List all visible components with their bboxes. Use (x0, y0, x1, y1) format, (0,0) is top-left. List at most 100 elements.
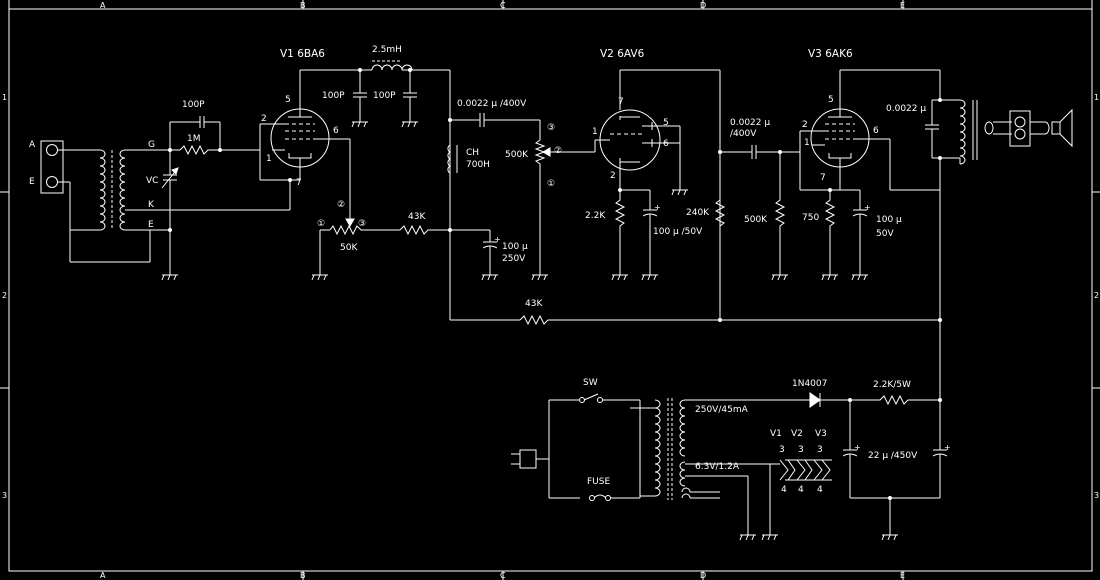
pot-500k-volume[interactable] (534, 139, 546, 275)
pot-c1-label: ① (547, 179, 555, 189)
r-43k-1-label: 43K (408, 212, 426, 222)
col-label-bottom-c: C (500, 571, 506, 580)
row-label-left-1: 1 (2, 93, 7, 102)
pot1-c1: ① (317, 219, 325, 229)
c-out-label: 0.0022 μ (886, 104, 926, 114)
row-label-left-3: 3 (2, 491, 7, 500)
tube-v3-title: V3 6AK6 (808, 48, 853, 60)
coil-25mh-label: 2.5mH (372, 45, 402, 55)
c-100p-grid-label: 100P (182, 100, 205, 110)
v2-pin-2: 2 (610, 171, 616, 181)
r-2k2-label: 2.2K (585, 211, 606, 221)
row-label-right-2: 2 (1094, 291, 1099, 300)
svg-text:+: + (944, 443, 951, 452)
tube-v2-title: V2 6AV6 (600, 48, 645, 60)
power-transformer-heater-winding (679, 461, 686, 487)
v1-pin-7: 7 (296, 178, 302, 188)
pt-heater-label: 6.3V/1.2A (695, 462, 740, 472)
diode-label: 1N4007 (792, 379, 827, 389)
c-100u-50-label: 100 μ /50V (653, 227, 703, 237)
r-750 (824, 190, 836, 275)
col-label-top-a: A (100, 1, 106, 10)
speaker-connector[interactable] (1009, 110, 1031, 147)
input-stage: A E G K E VC (29, 100, 291, 281)
pot1-c3: ③ (358, 219, 366, 229)
power-supply: SW FUSE 250V/45mA 6.3V/1.2A (511, 378, 951, 541)
heat-v3-label: V3 (815, 429, 827, 439)
r-43k-1 (399, 224, 450, 236)
ground-terminal-e[interactable] (46, 176, 58, 188)
v3-pin-6: 6 (873, 126, 879, 136)
ac-plug-icon (519, 449, 537, 469)
rf-section: 2.5mH 100P 100P CH 700H 0.0022 μ /400V (300, 45, 540, 320)
r-2k2-v2 (614, 190, 626, 275)
col-label-bottom-a: A (100, 571, 106, 580)
ch-value-label: 700H (466, 160, 490, 170)
svg-text:+: + (854, 443, 861, 452)
col-label-top-b: B (300, 1, 306, 10)
row-label-left-2: 2 (2, 291, 7, 300)
heat-4b-label: 4 (798, 485, 804, 495)
c-100p-1-label: 100P (322, 91, 345, 101)
c-coupling-2-label-a: 0.0022 μ (730, 118, 770, 128)
power-switch[interactable] (583, 393, 599, 401)
c-coupling-1-label: 0.0022 μ /400V (457, 99, 527, 109)
ch-label: CH (466, 148, 479, 158)
col-label-top-e: E (900, 1, 905, 10)
v1-pin-2: 2 (261, 114, 267, 124)
c-100p-2-label: 100P (373, 91, 396, 101)
col-label-top-c: C (500, 1, 506, 10)
v1-pin-6: 6 (333, 126, 339, 136)
c-100u-250-label-a: 100 μ (502, 242, 528, 252)
r-500k-grid (774, 152, 786, 275)
sw-label: SW (583, 378, 598, 388)
heat-v1-label: V1 (770, 429, 782, 439)
v3-pin-1: 1 (804, 138, 810, 148)
col-label-bottom-b: B (300, 571, 306, 580)
svg-text:+: + (864, 203, 871, 212)
r-240k-label: 240K (686, 208, 710, 218)
antenna-coil-secondary (119, 149, 126, 231)
v1-pin-5: 5 (285, 95, 291, 105)
col-label-top-d: D (700, 1, 706, 10)
rf-coil-2-5mh (371, 64, 413, 71)
tube-v1-title: V1 6BA6 (280, 48, 325, 60)
v1-pin-1: 1 (266, 154, 272, 164)
volume-control: ③ ② ① 500K (505, 120, 595, 281)
col-label-bottom-e: E (900, 571, 905, 580)
v3-pin-2: 2 (802, 120, 808, 130)
vc-label: VC (146, 176, 158, 186)
vol-500k-label: 500K (505, 150, 529, 160)
row-label-right-3: 3 (1094, 491, 1099, 500)
pot-50k[interactable] (329, 224, 370, 236)
terminal-a-label: A (29, 140, 36, 150)
r-500k-grid-label: 500K (744, 215, 768, 225)
tube-v1: V1 6BA6 5 2 6 1 7 (259, 48, 351, 200)
c-coupling-2-label-b: /400V (730, 129, 757, 139)
heat-4c-label: 4 (817, 485, 823, 495)
output-stage: 0.0022 μ (886, 98, 1073, 398)
r-750-label: 750 (802, 213, 819, 223)
choke-700h (447, 144, 452, 174)
coil-k-label: K (148, 200, 155, 210)
row-label-right-1: 1 (1094, 93, 1099, 102)
heat-v2-label: V2 (791, 429, 803, 439)
v3-pin-5: 5 (828, 95, 834, 105)
v2-pin-6: 6 (663, 139, 669, 149)
antenna-terminal-a[interactable] (46, 144, 58, 156)
v2-pin-5: 5 (663, 118, 669, 128)
pot-c3-label: ③ (547, 123, 555, 133)
pt-hv-label: 250V/45mA (695, 405, 749, 415)
fuse-label: FUSE (587, 477, 610, 487)
r-1m-label: 1M (187, 134, 201, 144)
heat-3b-label: 3 (798, 445, 804, 455)
v3-pin-7: 7 (820, 173, 826, 183)
r-43k-2-label: 43K (525, 299, 543, 309)
r-2k2-5w (850, 394, 940, 406)
c-100u-50b-label-b: 50V (876, 229, 894, 239)
col-label-bottom-d: D (700, 571, 706, 580)
fuse-icon[interactable] (593, 494, 607, 499)
r-43k-2 (519, 314, 720, 326)
